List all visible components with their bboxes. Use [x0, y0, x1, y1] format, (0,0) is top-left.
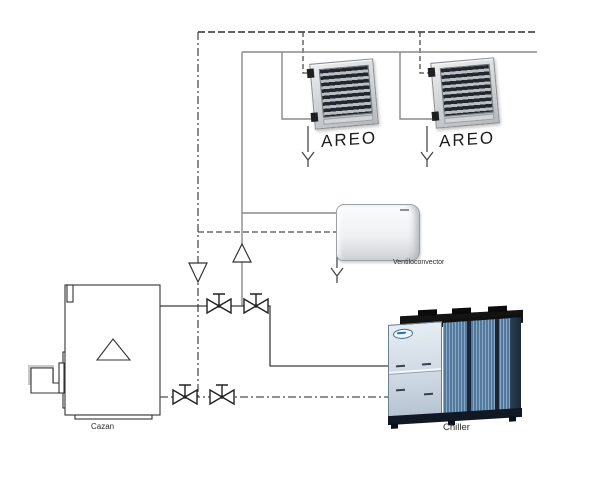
fan-coil-control-slot: [400, 209, 409, 211]
areo-fan-heater-1: [306, 58, 379, 130]
chiller-frame-post: [495, 318, 499, 417]
gate-valve-supply-1: [206, 293, 232, 315]
chiller-fan-icon: [418, 309, 437, 317]
fan-coil-label: Ventiloconvector: [393, 259, 445, 266]
check-valve-supply: [232, 242, 252, 263]
supply-branch-areo2: [399, 52, 436, 120]
chiller-fan-icon: [488, 305, 507, 313]
return-piping: [160, 31, 537, 398]
boiler-supply-to-chiller: [160, 305, 392, 367]
valve-handle-icon: [216, 384, 228, 397]
boiler-flue-notch: [66, 284, 74, 303]
boiler-triangle-mark: [95, 338, 132, 361]
chiller-frame-post: [467, 320, 471, 419]
boiler-door-plate-2: [58, 362, 65, 394]
drain-symbol-areo2: [420, 126, 434, 167]
chiller-front-panel: [388, 321, 442, 421]
chiller-foot: [391, 423, 398, 429]
chiller-label: Chiller: [443, 422, 470, 433]
chiller-panel-divider: [389, 368, 441, 375]
valve-center-dot: [183, 395, 187, 399]
chiller-unit: [388, 305, 525, 429]
valve-center-dot: [254, 304, 258, 308]
burner: [30, 367, 61, 394]
check-valve-up-icon: [232, 242, 252, 263]
areo-louvers: [439, 63, 494, 117]
areo-pipe-stub-bottom: [431, 111, 440, 121]
chiller-coil-side: [443, 314, 521, 420]
fan-coil-unit: [336, 204, 420, 261]
chiller-rear-corner: [510, 317, 521, 416]
areo-pipe-stub-bottom: [310, 112, 319, 122]
valve-center-dot: [220, 395, 224, 399]
areo-louvers: [318, 64, 373, 118]
chiller-handle: [396, 364, 405, 368]
gate-valve-return-2: [209, 384, 235, 406]
boiler-label: Cazan: [91, 422, 115, 431]
gate-valve-supply-2: [243, 293, 269, 315]
chiller-handle: [422, 362, 431, 366]
boiler-chiller-main: [160, 305, 392, 367]
boiler-base: [74, 414, 153, 420]
chiller-fan-icon: [452, 307, 471, 315]
boiler-body: [64, 284, 161, 416]
areo1-label: AREO: [321, 128, 378, 151]
areo-pipe-stub-top: [306, 68, 315, 79]
boiler-drawing: [28, 284, 161, 420]
return-branch-areo1: [302, 32, 313, 74]
chiller-foot: [509, 416, 516, 422]
chiller-handle: [424, 392, 433, 396]
valve-handle-icon: [179, 384, 191, 397]
areo-pipe-stub-top: [427, 67, 436, 78]
chiller-handle: [396, 388, 405, 392]
supply-piping: [241, 51, 537, 306]
areo-fan-heater-2: [427, 57, 500, 129]
chiller-brand-logo: [393, 328, 413, 340]
check-valve-down-icon: [188, 262, 208, 284]
drain-symbol-areo1: [301, 126, 315, 167]
areo2-label: AREO: [439, 128, 496, 151]
gate-valve-return-1: [172, 384, 198, 406]
check-valve-return: [188, 262, 208, 284]
valve-handle-icon: [213, 293, 225, 306]
valve-handle-icon: [250, 293, 262, 306]
valve-center-dot: [217, 304, 221, 308]
supply-branch-areo1: [281, 52, 315, 120]
